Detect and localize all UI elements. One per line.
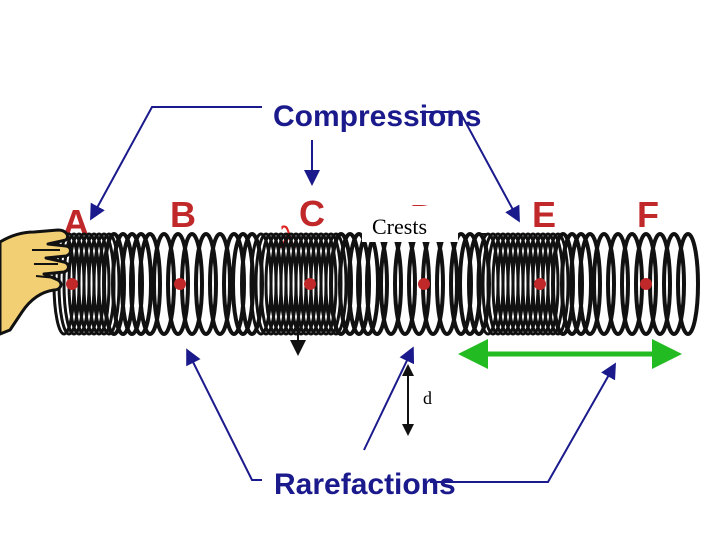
crests-label-background <box>362 206 458 242</box>
particle-marker-f <box>640 278 652 290</box>
compressions-connector-lines <box>90 106 520 223</box>
coil-loop <box>166 232 190 336</box>
coil-loop <box>546 232 570 336</box>
rarefactions-connector-lines <box>186 346 616 483</box>
coil-loop <box>97 232 121 336</box>
particle-markers <box>66 278 652 290</box>
distance-arrow <box>402 364 414 436</box>
coil-loop <box>662 232 686 336</box>
coil-loop <box>87 232 111 336</box>
hand-icon <box>0 228 72 336</box>
particle-marker-c <box>304 278 316 290</box>
coil-loop <box>592 232 616 336</box>
coil-loop <box>606 232 630 336</box>
coil-loop <box>676 232 700 336</box>
coil-loop <box>208 232 232 336</box>
particle-marker-b <box>174 278 186 290</box>
coil-loop <box>458 232 482 336</box>
rarefactions-label: Rarefactions <box>274 468 456 501</box>
coil-loop <box>634 232 658 336</box>
point-label-c: C <box>299 193 325 234</box>
point-label-f: F <box>637 194 659 235</box>
distance-label: d <box>423 388 432 408</box>
coil-loop <box>138 232 162 336</box>
crests-label: Crests <box>372 214 427 239</box>
coil-loop <box>194 232 218 336</box>
point-label-e: E <box>532 194 556 235</box>
coil-loop <box>324 232 348 336</box>
particle-marker-e <box>534 278 546 290</box>
coil-loop <box>231 232 255 336</box>
particle-marker-d <box>418 278 430 290</box>
point-label-b: B <box>170 194 196 235</box>
coil-loop <box>578 232 602 336</box>
coil-loop <box>569 232 593 336</box>
coil-loop <box>129 232 153 336</box>
particle-marker-a <box>66 278 78 290</box>
slinky-coils <box>52 232 700 336</box>
compressions-label: Compressions <box>273 100 481 133</box>
